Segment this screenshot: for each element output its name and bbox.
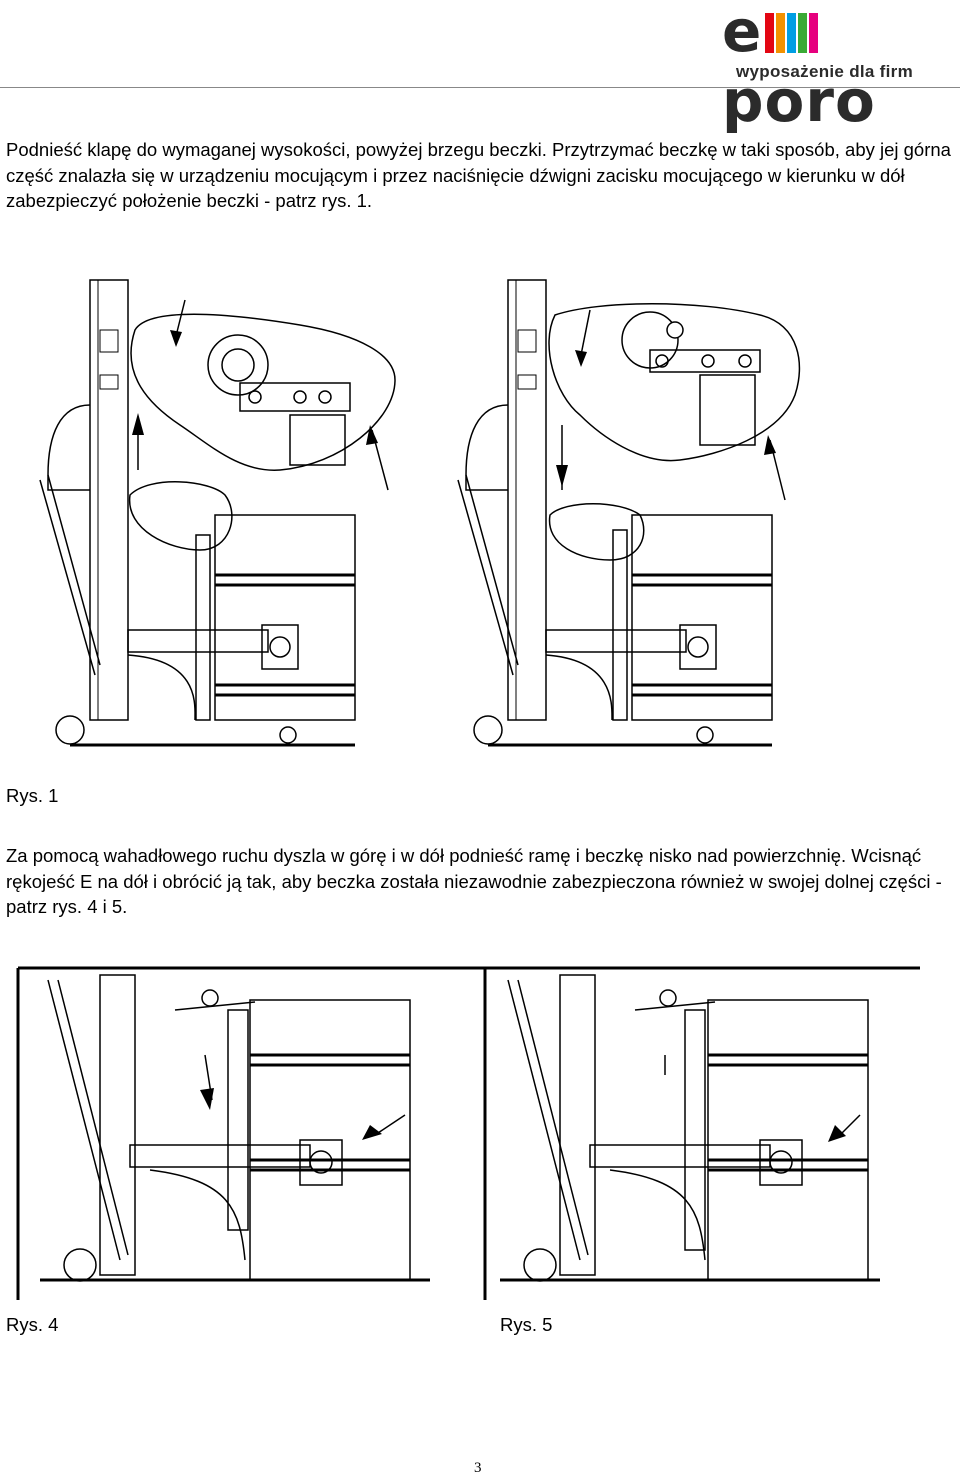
figure-5: [485, 966, 920, 1282]
header-divider: [0, 87, 960, 88]
figure-1-left: [39, 279, 396, 747]
figure-1-caption: Rys. 1: [6, 785, 59, 806]
figure-4-5-drawing: [16, 966, 920, 1300]
figure-1-right: [457, 279, 801, 747]
instruction-paragraph-2: Za pomocą wahadłowego ruchu dyszla w gór…: [6, 845, 942, 917]
figure-4-caption: Rys. 4: [6, 1314, 59, 1335]
logo-m-stripes: [763, 9, 823, 53]
instruction-paragraph-1: Podnieść klapę do wymaganej wysokości, p…: [6, 139, 951, 211]
figure-5-caption: Rys. 5: [500, 1314, 553, 1335]
figure-4: [16, 966, 487, 1300]
page-number: 3: [474, 1460, 482, 1476]
figure-1-drawing: [39, 279, 801, 747]
logo-tagline: wyposażenie dla firm: [736, 62, 913, 81]
